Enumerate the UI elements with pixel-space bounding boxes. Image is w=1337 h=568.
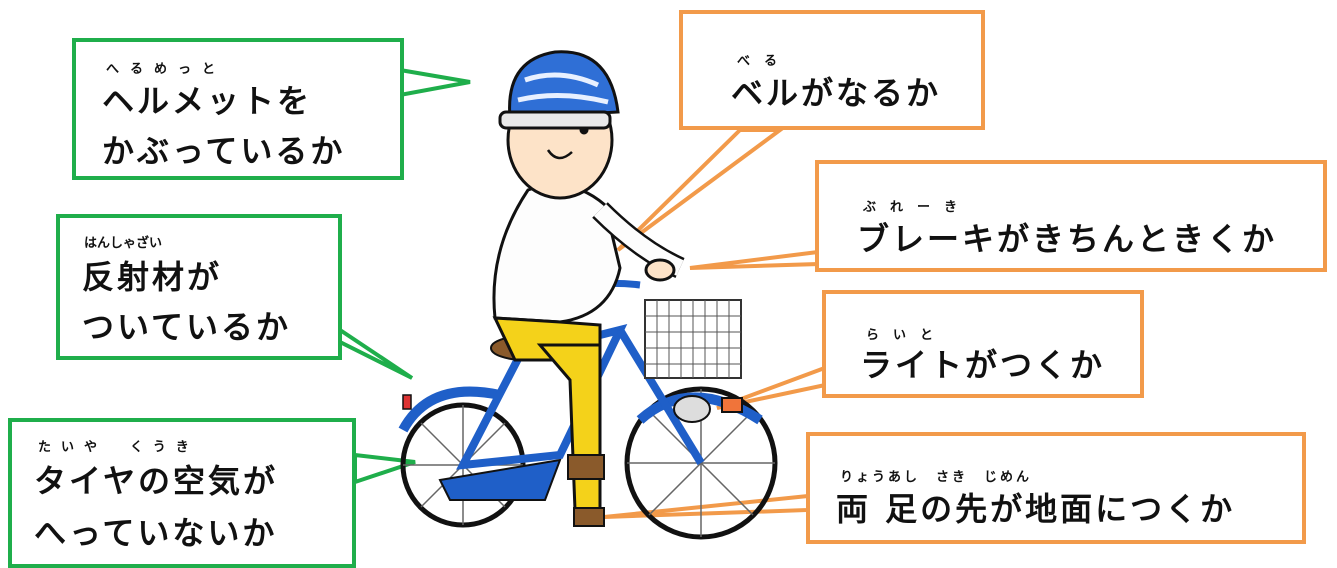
helmet-text-line1: ヘルメットを <box>102 82 313 120</box>
bell-ruby: べる <box>737 54 792 69</box>
feet-ruby: りょうあし さき じめん <box>840 470 1033 485</box>
reflector-callout: はんしゃざい 反射材が ついているか <box>56 214 342 360</box>
tire-ruby: たいや くうき <box>38 440 199 455</box>
helmet-callout: へるめっと ヘルメットを かぶっているか <box>72 38 404 180</box>
brake-ruby: ぶれーき <box>863 200 972 215</box>
reflector-ruby: はんしゃざい <box>84 236 163 251</box>
rider <box>492 50 685 527</box>
tire-text-line2: へっていないか <box>34 514 278 552</box>
light-ruby: らいと <box>866 328 948 343</box>
light-callout: らいと ライトがつくか <box>822 290 1144 398</box>
tire-callout: たいや くうき タイヤの空気が へっていないか <box>8 418 356 568</box>
bell-text: ベルがなるか <box>731 74 942 112</box>
reflector-text-line2: ついているか <box>82 308 292 346</box>
helmet-ruby: へるめっと <box>106 62 227 77</box>
feet-callout: りょうあし さき じめん 両 足の先が地面につくか <box>806 432 1306 544</box>
reflector-text-line1: 反射材が <box>82 258 223 296</box>
light-text: ライトがつくか <box>860 346 1106 384</box>
bicycle <box>398 279 778 540</box>
helmet-text-line2: かぶっているか <box>102 132 346 170</box>
brake-text: ブレーキがきちんときくか <box>857 220 1278 258</box>
bell-callout: べる ベルがなるか <box>679 10 985 130</box>
brake-callout: ぶれーき ブレーキがきちんときくか <box>815 160 1327 272</box>
tire-text-line1: タイヤの空気が <box>34 462 279 500</box>
feet-text: 両 足の先が地面につくか <box>836 490 1236 528</box>
